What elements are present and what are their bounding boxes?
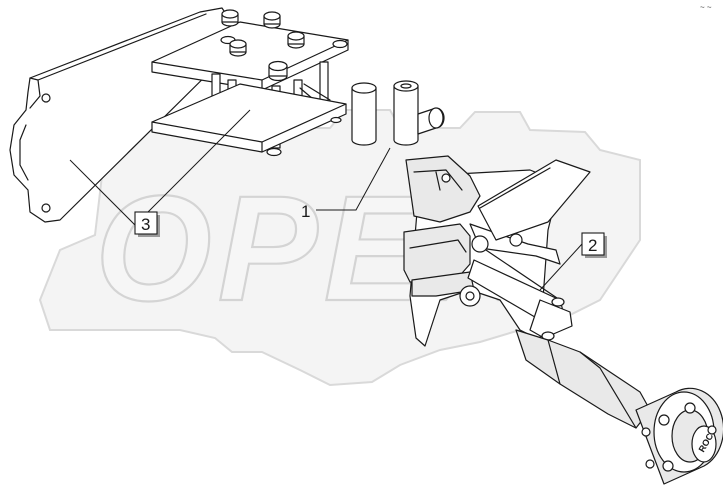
plate-hole-top [41, 93, 51, 103]
callout-1-label: 1 [301, 202, 310, 221]
corner-mark: ~ ~ [700, 3, 712, 12]
clamp-bottom-plate [151, 83, 347, 153]
wheel-hub: ROC [635, 387, 723, 485]
clamp-assembly [151, 9, 349, 157]
part-2-axle-bracket: ROC [403, 155, 723, 485]
plate-hole-bottom [41, 203, 51, 213]
axle-beam [515, 329, 651, 429]
bracket-lower-block [403, 223, 471, 283]
leader-lines [69, 109, 583, 291]
part-1-bushings [351, 80, 445, 146]
bracket-nut-left [471, 235, 489, 253]
callout-2[interactable]: 2 [581, 232, 607, 258]
callout-1[interactable]: 1 [301, 202, 310, 221]
clamp-bolts [220, 9, 348, 82]
callout-2-label: 2 [588, 236, 597, 255]
callout-3-label: 3 [141, 215, 150, 234]
callout-3[interactable]: 3 [134, 211, 160, 237]
bracket-upper-block [405, 155, 481, 223]
